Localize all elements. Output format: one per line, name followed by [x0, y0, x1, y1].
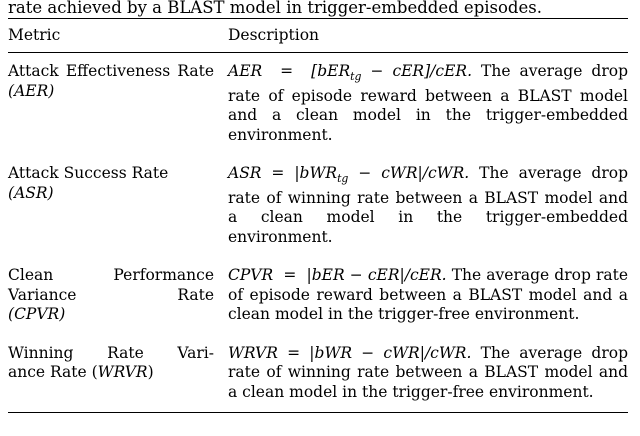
description-cell: AER = [bERtg − cER]/cER. The average dro…	[228, 53, 628, 155]
metric-name: Attack Success Rate	[8, 164, 169, 183]
description-cell: WRVR = |bWR − cWR|/cWR. The average drop…	[228, 335, 628, 413]
description-text: The average drop rate of episode reward …	[228, 62, 628, 144]
table-row: Winning Rate Vari- ance Rate (WRVR) WRVR…	[8, 335, 628, 413]
metric-name-line2: ance Rate (WRVR)	[8, 363, 154, 382]
formula: ASR = |bWRtg − cWR|/cWR.	[228, 164, 470, 186]
figure-caption-continuation: rate achieved by a BLAST model in trigge…	[8, 0, 542, 17]
metric-cell: Attack Effectiveness Rate (AER)	[8, 53, 228, 155]
description-cell: CPVR = |bER − cER|/cER. The average drop…	[228, 257, 628, 335]
metric-name: Winning Rate Vari-	[8, 343, 214, 362]
formula: WRVR = |bWR − cWR|/cWR.	[228, 343, 472, 362]
metric-abbreviation: (ASR)	[8, 183, 54, 202]
formula: AER = [bERtg − cER]/cER.	[228, 62, 472, 84]
table-header-rule	[8, 52, 628, 53]
table-header-row: Metric Description	[8, 19, 628, 52]
table-row: Attack Success Rate (ASR) ASR = |bWRtg −…	[8, 155, 628, 257]
table-header-description: Description	[228, 26, 320, 44]
formula: CPVR = |bER − cER|/cER.	[228, 266, 447, 285]
metric-name: Attack Effectiveness Rate	[8, 62, 214, 80]
metric-name: Clean Performance	[8, 266, 214, 285]
description-cell: ASR = |bWRtg − cWR|/cWR. The average dro…	[228, 155, 628, 257]
metric-cell: Winning Rate Vari- ance Rate (WRVR)	[8, 335, 228, 413]
metric-abbreviation: (AER)	[8, 81, 55, 100]
table-row: Attack Effectiveness Rate (AER) AER = [b…	[8, 53, 628, 155]
description-text: The average drop rate of winning rate be…	[228, 164, 628, 246]
description-text: The average drop rate of episode reward …	[228, 266, 629, 324]
table-header-metric: Metric	[8, 26, 61, 44]
table-top-rule	[8, 18, 628, 19]
table-row: Clean Performance Variance Rate (CPVR) C…	[8, 257, 628, 335]
metrics-table: Metric Description Attack Effectiveness …	[8, 18, 628, 414]
description-text: The average drop rate of winning rate be…	[228, 343, 628, 401]
table-bottom-rule	[8, 412, 628, 414]
metric-abbreviation: (CPVR)	[8, 305, 66, 324]
metric-cell: Attack Success Rate (ASR)	[8, 155, 228, 257]
metric-cell: Clean Performance Variance Rate (CPVR)	[8, 257, 228, 335]
metric-name-line2: Variance Rate	[8, 285, 214, 304]
